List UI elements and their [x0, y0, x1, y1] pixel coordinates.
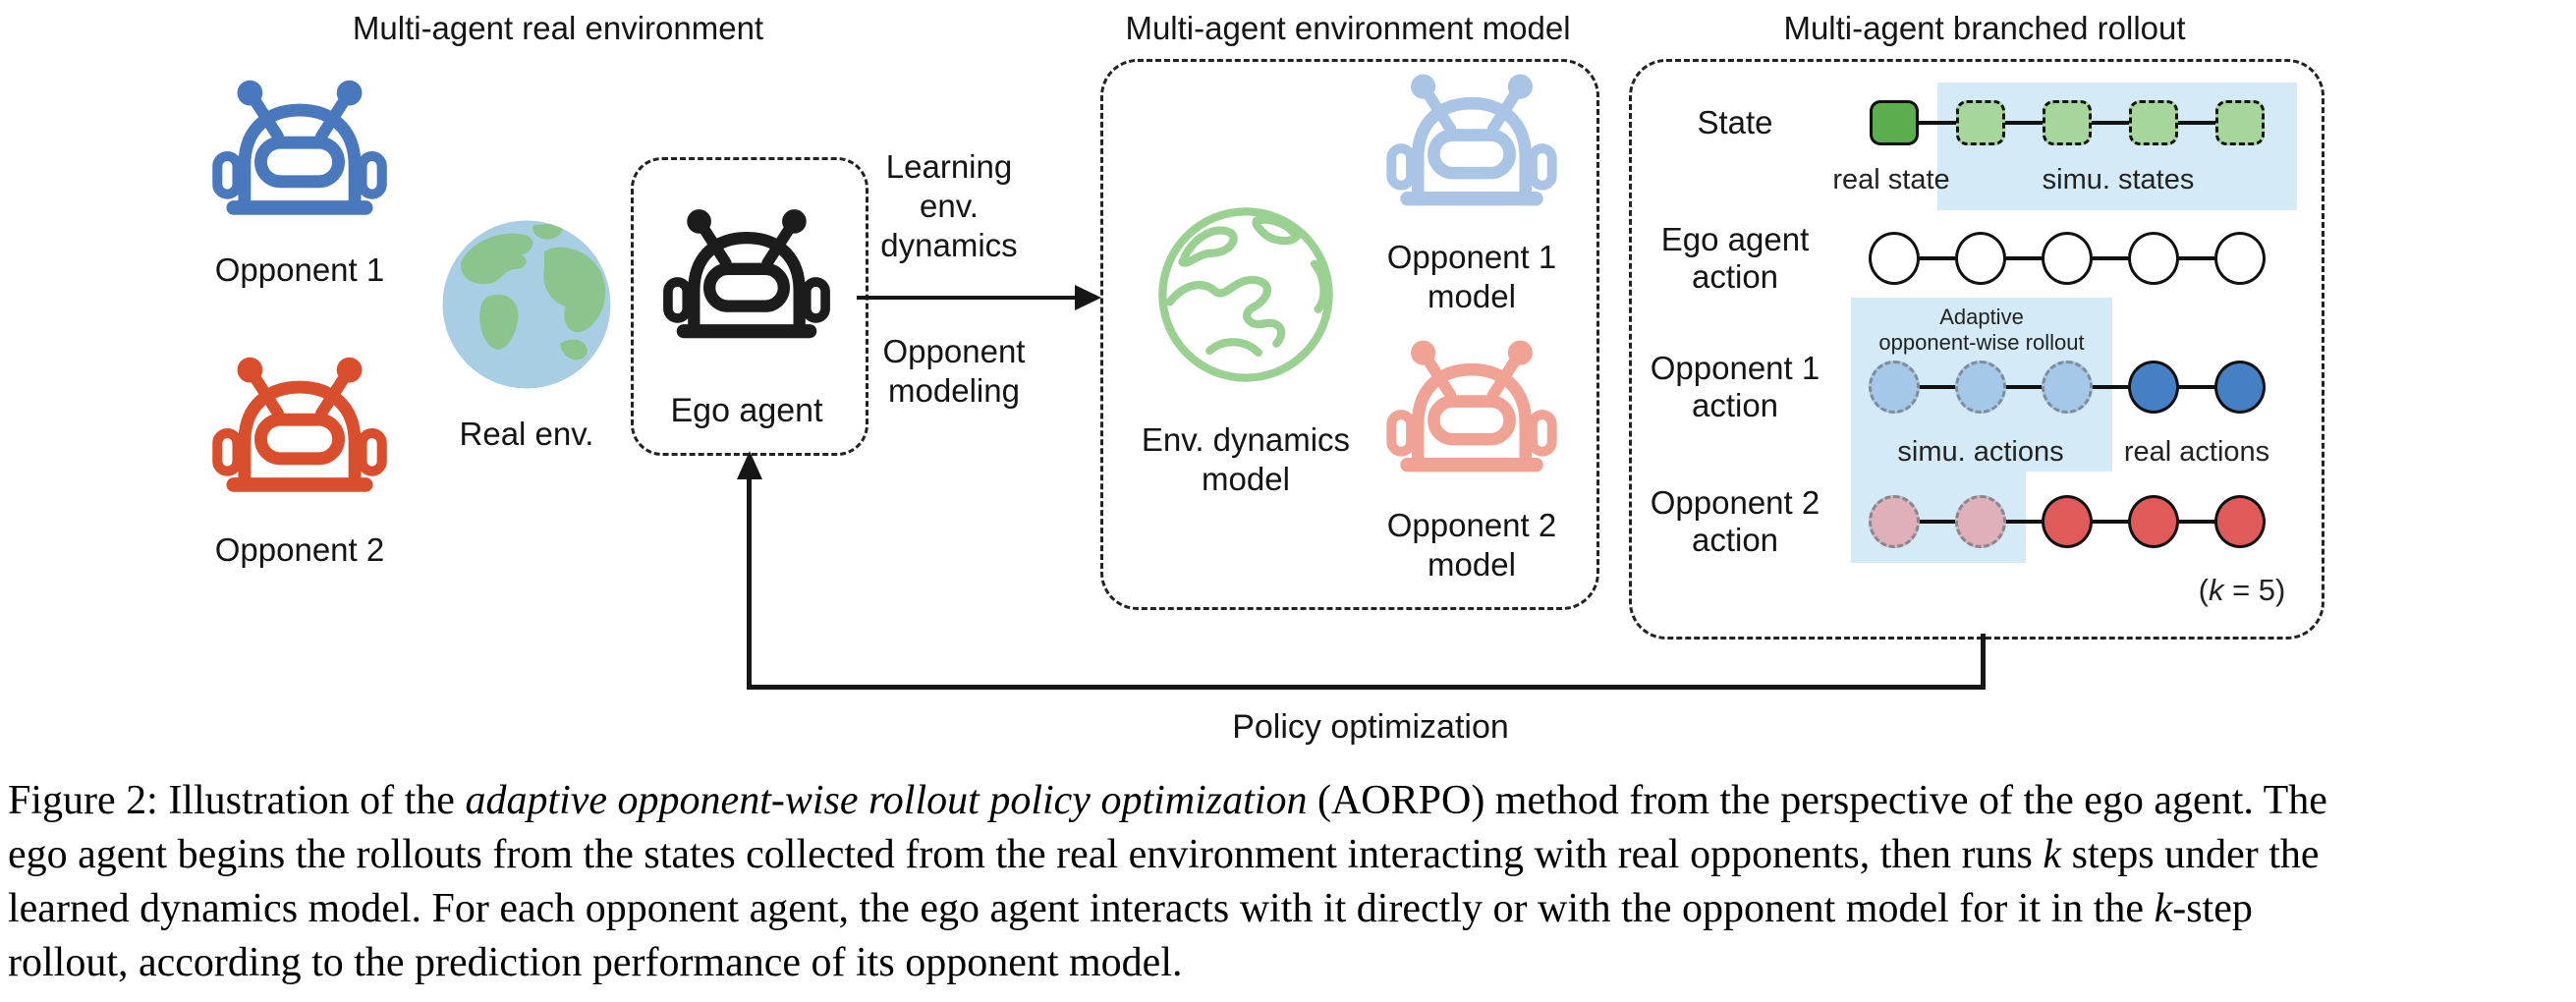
k-steps-annotation: (k = 5) [2198, 573, 2286, 607]
figure-caption: Figure 2: Illustration of the adaptive o… [8, 774, 2572, 990]
ego-connector-1 [1918, 256, 1957, 260]
opp2-node-3-real-red [2042, 495, 2093, 548]
caption-line-3: learned dynamics model. For each opponen… [8, 886, 2253, 931]
opponent-2-model-label: Opponent 2 model [1386, 507, 1557, 583]
opp1-node-5-real-blue [2214, 361, 2266, 414]
ego-action-row-label: Ego agent action [1660, 221, 1810, 295]
ego-node-3-plain [2042, 232, 2093, 285]
learning-env-dynamics-label: Learning env. dynamics [880, 148, 1018, 263]
adaptive-rollout-annotation-line1: Adaptive [1939, 305, 2024, 329]
state-connector-3 [2090, 121, 2131, 125]
learning-arrow-head [1075, 285, 1101, 310]
state-row-label: State [1697, 104, 1773, 140]
opponent-1-model-label: Opponent 1 model [1386, 239, 1557, 314]
opponent-1-action-row-label: Opponent 1 action [1650, 350, 1820, 423]
env-dynamics-globe-icon [1155, 204, 1336, 385]
opp2-connector-4 [2177, 520, 2216, 524]
ego-connector-3 [2091, 256, 2130, 260]
opp2-node-4-real-red [2128, 495, 2179, 548]
opp1-node-2-sim-blue [1955, 361, 2006, 414]
policy-optimization-label: Policy optimization [1232, 708, 1509, 746]
simu-states-annotation: simu. states [2042, 164, 2195, 195]
opp2-connector-3 [2091, 520, 2130, 524]
state-connector-4 [2176, 121, 2217, 125]
state-node-3-sim [2043, 100, 2092, 145]
caption-line-2: ego agent begins the rollouts from the s… [8, 832, 2320, 877]
real-env-label: Real env. [459, 416, 594, 452]
opp1-node-1-sim-blue [1869, 361, 1920, 414]
caption-line-4: rollout, according to the prediction per… [8, 940, 1183, 985]
learning-arrow-line [857, 296, 1079, 300]
state-connector-1 [1917, 121, 1958, 125]
policy-arrow-head [736, 451, 762, 479]
ego-node-4-plain [2128, 232, 2179, 285]
opp2-node-1-sim-pink [1869, 495, 1920, 548]
opp1-node-4-real-blue [2128, 361, 2179, 414]
branched-rollout-box [1629, 59, 2324, 640]
ego-node-5-plain [2214, 232, 2266, 285]
branched-rollout-title: Multi-agent branched rollout [1783, 10, 2186, 46]
state-node-4-sim [2129, 100, 2178, 145]
opp1-node-3-sim-blue [2042, 361, 2093, 414]
policy-arrow-bottom-segment [747, 685, 1986, 690]
opp1-connector-2 [2004, 385, 2044, 389]
state-node-2-sim [1956, 100, 2005, 145]
ego-node-2-plain [1955, 232, 2006, 285]
state-node-5-sim [2215, 100, 2265, 145]
environment-model-title: Multi-agent environment model [1125, 10, 1571, 46]
policy-arrow-left-segment [747, 479, 752, 688]
ego-connector-2 [2004, 256, 2044, 260]
environment-model-box [1100, 59, 1599, 610]
state-node-1-real [1870, 100, 1919, 145]
real-env-globe-icon [438, 216, 615, 393]
ego-node-1-plain [1869, 232, 1920, 285]
ego-connector-4 [2177, 256, 2216, 260]
opp1-connector-4 [2177, 385, 2216, 389]
env-dynamics-model-label: Env. dynamics model [1141, 421, 1351, 497]
caption-line-1: Figure 2: Illustration of the adaptive o… [8, 778, 2327, 823]
opponent-2-label: Opponent 2 [214, 531, 385, 568]
real-actions-annotation: real actions [2123, 436, 2270, 468]
simu-actions-annotation: simu. actions [1897, 436, 2064, 468]
ego-agent-label: Ego agent [670, 392, 823, 429]
state-connector-2 [2003, 121, 2044, 125]
opponent-1-label: Opponent 1 [214, 251, 385, 288]
opp2-node-5-real-red [2214, 495, 2266, 548]
opp2-node-2-sim-pink [1955, 495, 2006, 548]
real-environment-title: Multi-agent real environment [352, 10, 764, 46]
adaptive-rollout-annotation-line2: opponent-wise rollout [1878, 330, 2085, 355]
opp2-connector-2 [2004, 520, 2044, 524]
policy-arrow-right-segment [1981, 634, 1986, 690]
opp1-connector-3 [2091, 385, 2130, 389]
opponent-modeling-label: Opponent modeling [882, 333, 1026, 409]
real-state-annotation: real state [1832, 164, 1950, 195]
opp1-connector-1 [1918, 385, 1957, 389]
opp2-connector-1 [1918, 520, 1957, 524]
opponent-2-action-row-label: Opponent 2 action [1650, 484, 1820, 558]
